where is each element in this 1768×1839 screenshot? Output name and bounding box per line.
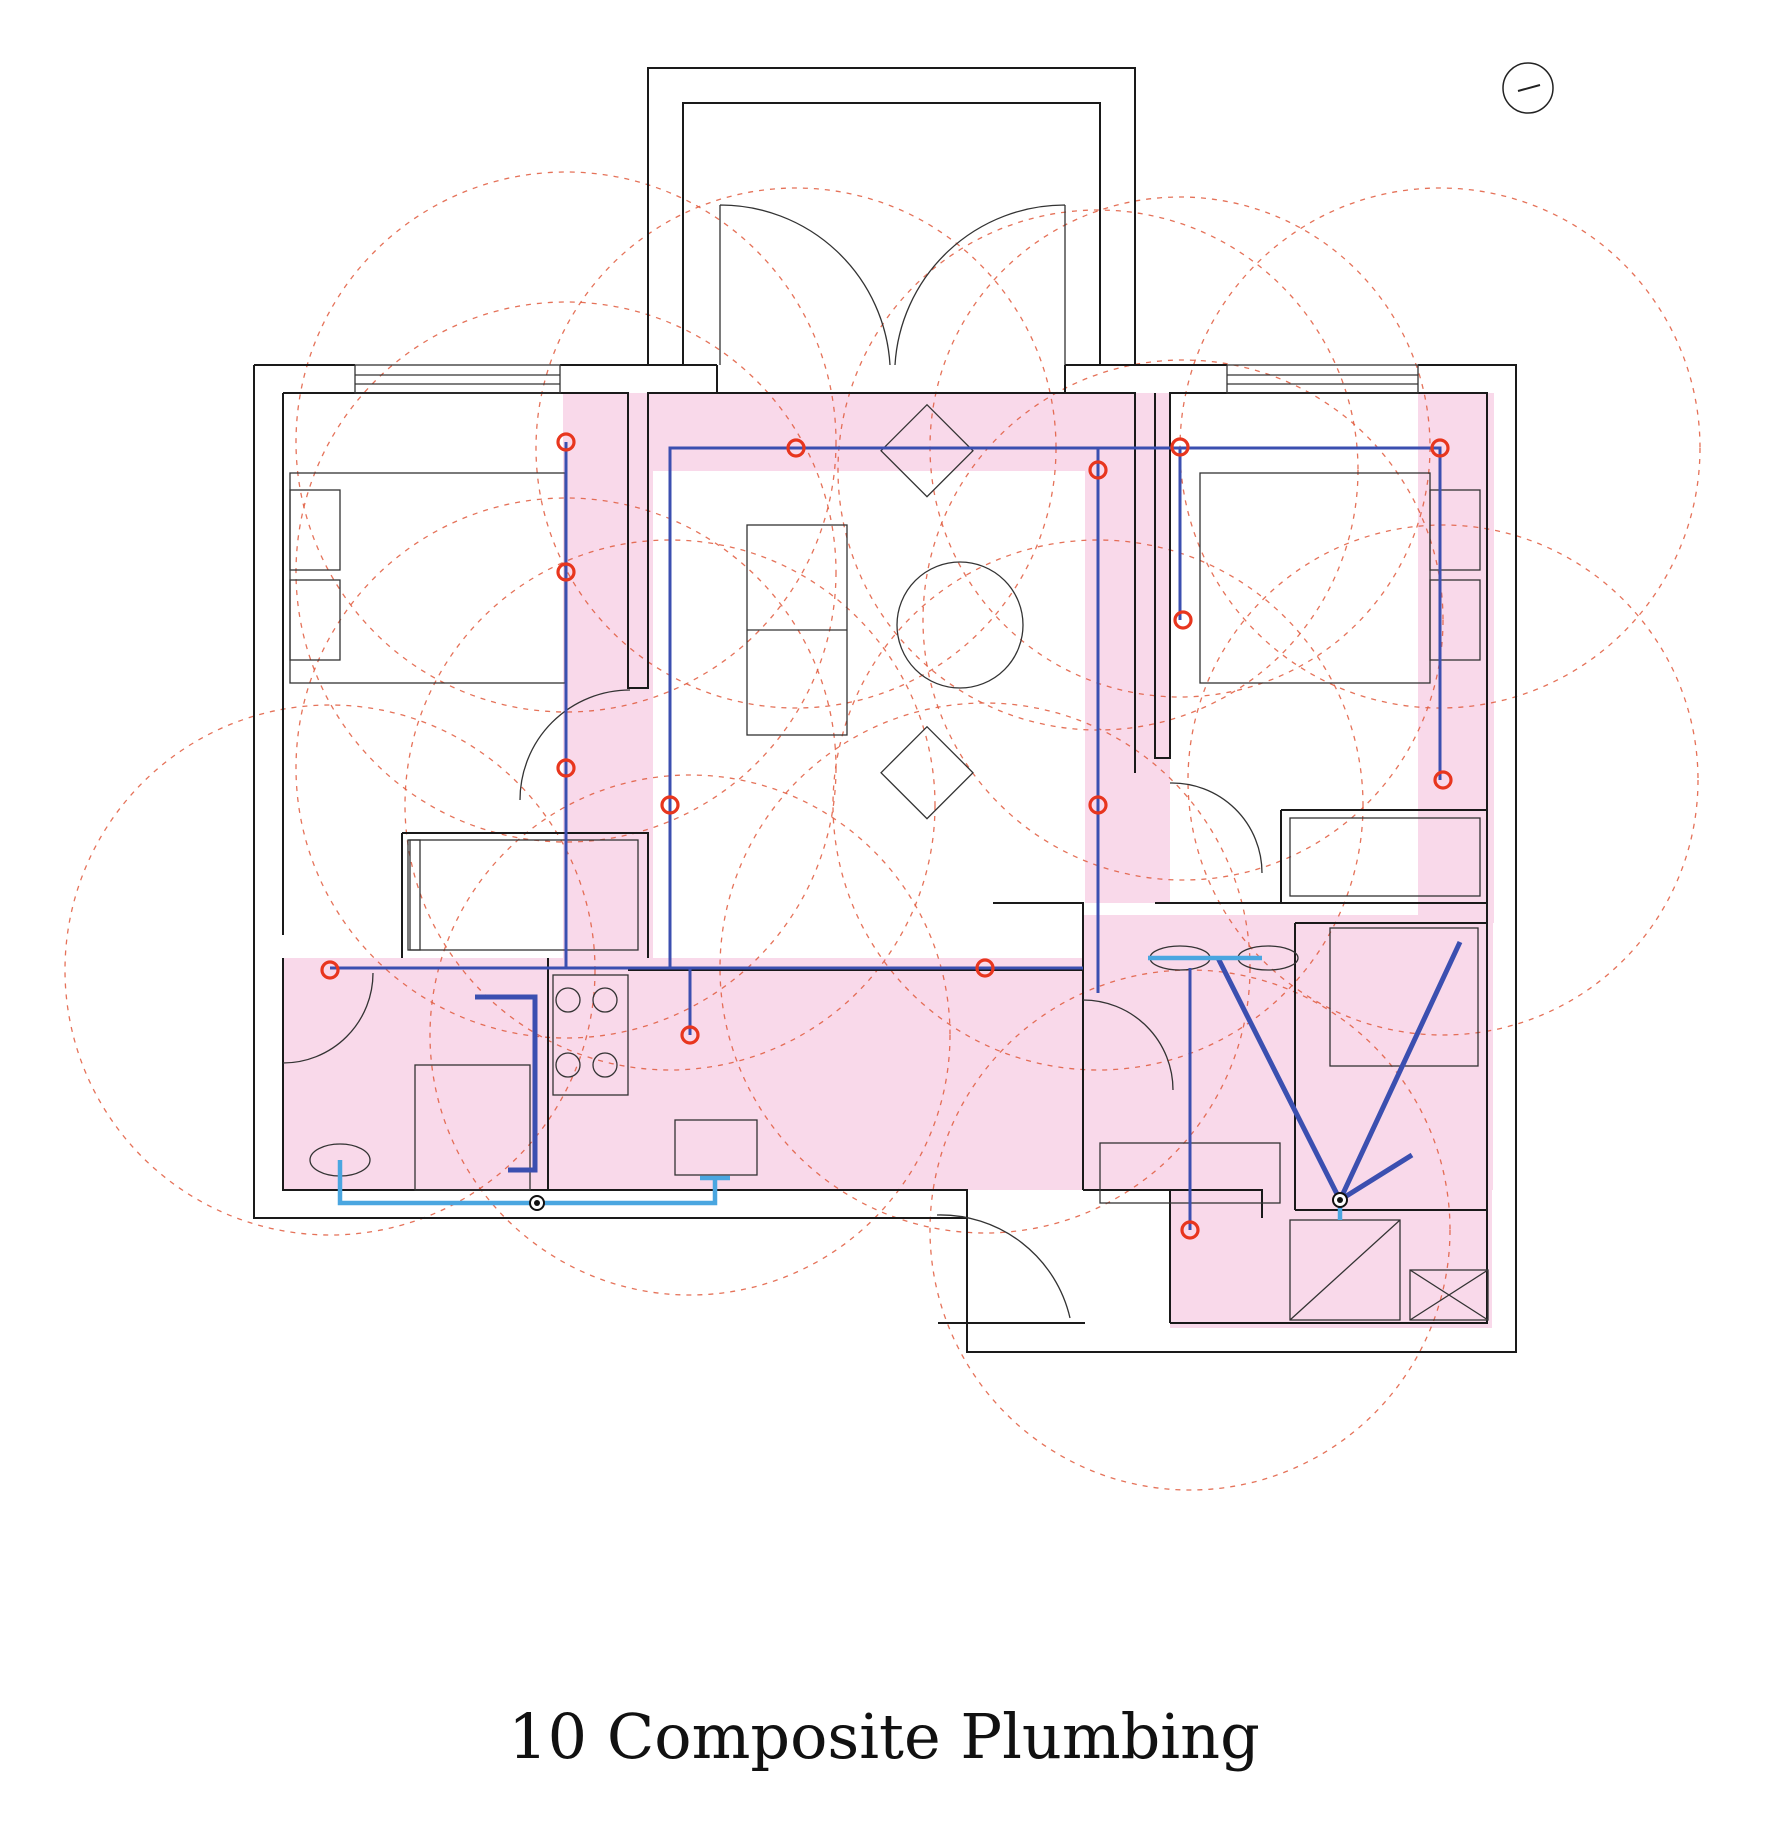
- north-arrow-icon: [1502, 62, 1554, 114]
- furniture: [289, 403, 1489, 1321]
- doors: [282, 204, 1263, 1319]
- walls: [253, 67, 1517, 1353]
- sprinkler-head-icon: [320, 432, 1453, 1240]
- drain-stack-icon: [529, 1192, 1348, 1211]
- supply-pipes: [330, 442, 1463, 1230]
- windows: [354, 364, 1419, 394]
- caption: 10 Composite Plumbing: [508, 1700, 1260, 1773]
- wet-zones: [283, 393, 1494, 1328]
